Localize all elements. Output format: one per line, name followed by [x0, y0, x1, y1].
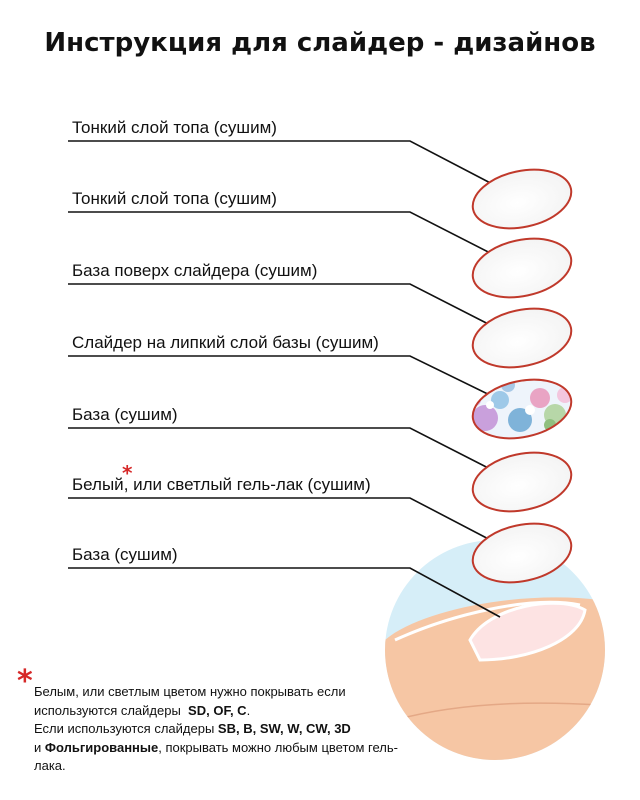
- step-label-top-coat-1: Тонкий слой топа (сушим): [72, 189, 277, 208]
- page-title: Инструкция для слайдер - дизайнов: [44, 28, 596, 58]
- nail-layer-icon: [471, 522, 573, 584]
- step-label-base-1: База (сушим): [72, 545, 178, 564]
- step-label-white-part: Белый: [72, 475, 124, 494]
- note-bold-2: SB, B, SW, W, CW, 3D: [217, 721, 351, 736]
- connector-line-3: [68, 283, 501, 331]
- note-line-2: Если используются слайдеры: [34, 721, 215, 736]
- connector-line-7: [68, 567, 501, 618]
- step-label-white-rest: , или светлый гель-лак (сушим): [123, 475, 371, 494]
- note-line-3: , покрывать можно любым цветом гель-лака…: [34, 739, 398, 774]
- connector-line-1: [68, 140, 501, 189]
- nail-layer-icon: [471, 237, 573, 299]
- note-bold-1: SD, OF, C: [188, 702, 247, 718]
- connector-line-6: [68, 497, 501, 546]
- note-line-1: Белым, или светлым цветом нужно покрыват…: [34, 684, 346, 718]
- step-label-white-gel: Белый, или светлый гель-лак (сушим): [72, 475, 371, 495]
- step-label-top-coat-2: Тонкий слой топа (сушим): [72, 118, 277, 137]
- floral-slider-icon: [469, 378, 573, 440]
- footnote: Белым, или светлым цветом нужно покрыват…: [34, 683, 414, 776]
- nail-layer-icon: [471, 307, 573, 369]
- connector-line-2: [68, 211, 501, 259]
- step-label-base-over-slider: База поверх слайдера (сушим): [72, 261, 318, 280]
- note-line-3-start: и: [34, 739, 42, 755]
- nail-layer-icon: [471, 451, 573, 513]
- nail-layers: [469, 168, 573, 584]
- connector-lines: [68, 140, 501, 618]
- nail-layer-icon: [471, 168, 573, 230]
- note-asterisk: *: [17, 664, 33, 699]
- step-label-base-2: База (сушим): [72, 405, 178, 424]
- step-label-slider: Слайдер на липкий слой базы (сушим): [72, 333, 379, 352]
- connector-line-4: [68, 355, 501, 401]
- finger-illustration: [385, 540, 605, 760]
- note-line-1-end: .: [246, 702, 251, 718]
- note-bold-3: Фольгированные: [44, 739, 159, 755]
- connector-line-5: [68, 427, 501, 475]
- asterisk-mark: *: [122, 461, 133, 485]
